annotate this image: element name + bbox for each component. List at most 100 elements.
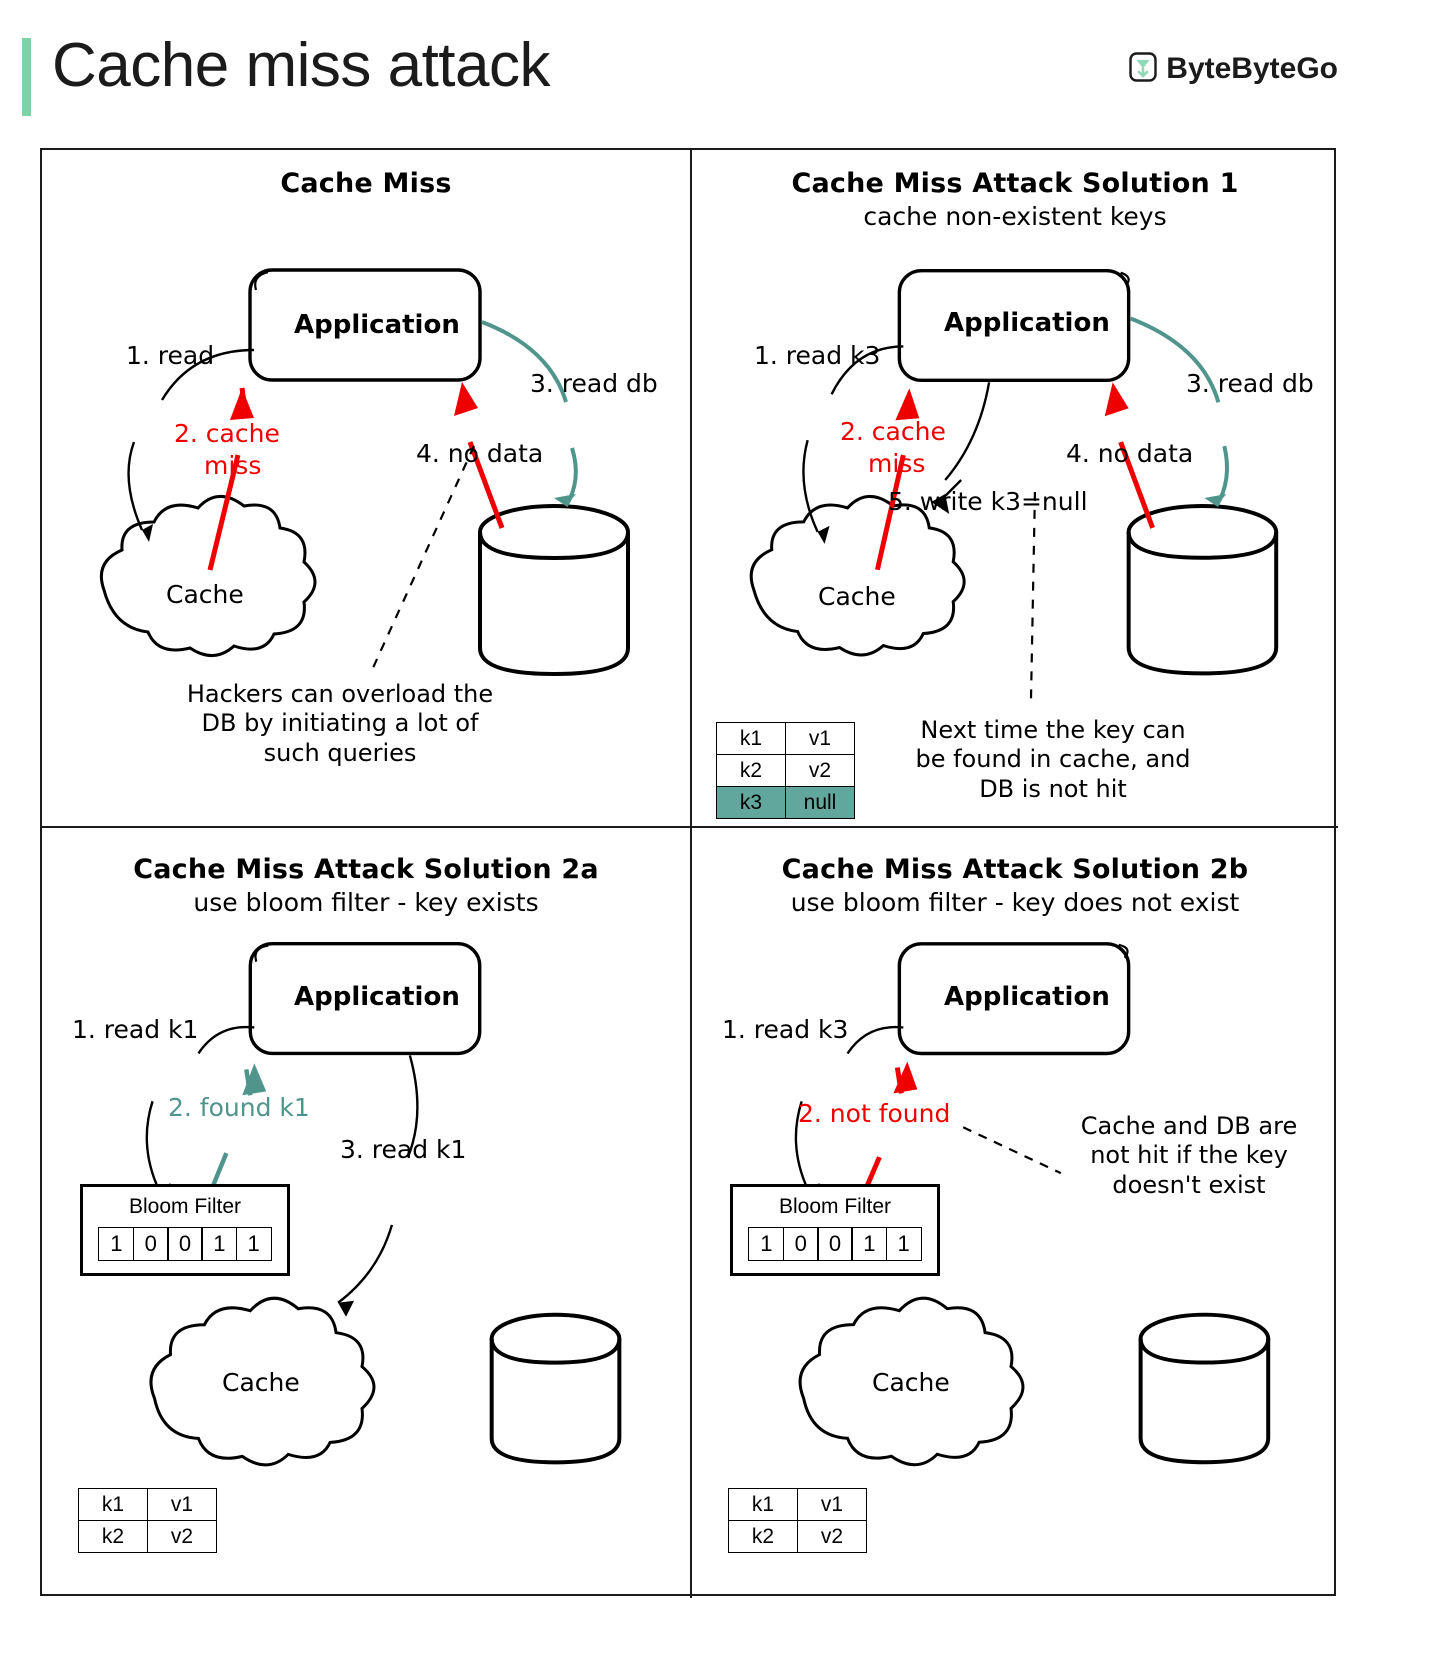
cache-db-not-hit-note: Cache and DB are not hit if the key does… xyxy=(1080,1112,1298,1199)
application-node-label: Application xyxy=(944,982,1110,1012)
database-cylinder-icon xyxy=(478,504,630,677)
kv-key-cell: k2 xyxy=(728,1520,798,1553)
panel-subtitle-solution-2a: use bloom filter - key exists xyxy=(193,888,539,917)
page-header: Cache miss attack ByteByteGo xyxy=(0,0,1456,148)
page-title: Cache miss attack xyxy=(52,31,551,100)
step-2-label-line2: miss xyxy=(868,449,926,478)
kv-key-cell: k1 xyxy=(716,722,786,755)
panel-solution-2a: Cache Miss Attack Solution 2a use bloom … xyxy=(42,826,690,1598)
step-5-label: 5. write k3=null xyxy=(888,487,1088,516)
bloom-filter-bit-3: 1 xyxy=(851,1227,888,1261)
application-node-shape xyxy=(248,942,482,1056)
step-1-label: 1. read k1 xyxy=(72,1015,199,1044)
step-2-label: 2. found k1 xyxy=(168,1093,310,1122)
arrow-step-1-read-k3 xyxy=(802,345,904,544)
cache-cloud-shape xyxy=(798,1296,1025,1467)
step-1-label: 1. read k3 xyxy=(754,341,881,370)
cache-miss-diagram-graphics xyxy=(99,268,630,677)
bloom-filter-title: Bloom Filter xyxy=(778,1195,892,1218)
solution-2b-diagram-graphics xyxy=(794,942,1271,1467)
solution-1-diagram-graphics xyxy=(749,268,1279,702)
brand-name: ByteByteGo xyxy=(1166,52,1338,85)
hackers-overload-note: Hackers can overload the DB by initiatin… xyxy=(186,680,494,767)
kv-value-cell: v2 xyxy=(147,1520,217,1553)
callout-dashed-line xyxy=(370,445,476,671)
callout-dashed-line xyxy=(962,1126,1062,1175)
kv-key-cell: k3 xyxy=(716,786,786,819)
arrow-step-5-write-k3-null xyxy=(931,382,991,514)
bytebytego-logo-icon xyxy=(1129,52,1157,86)
kv-value-cell: null xyxy=(785,786,855,819)
cache-node-label: Cache xyxy=(222,1368,300,1397)
kv-key-cell: k2 xyxy=(78,1520,148,1553)
kv-key-cell: k1 xyxy=(78,1488,148,1521)
step-2-label-line1: 2. cache xyxy=(840,417,946,446)
step-2-label: 2. not found xyxy=(798,1099,951,1128)
database-cylinder-icon xyxy=(1126,503,1279,676)
panel-cache-miss: Cache Miss xyxy=(42,150,690,826)
brand: ByteByteGo xyxy=(1129,52,1338,86)
kv-value-cell: v1 xyxy=(785,722,855,755)
step-1-label: 1. read xyxy=(126,341,215,370)
bloom-filter-title: Bloom Filter xyxy=(128,1195,242,1218)
application-node-shape xyxy=(897,942,1131,1056)
cache-node-label: Cache xyxy=(872,1368,950,1397)
panel-title-solution-1: Cache Miss Attack Solution 1 xyxy=(791,168,1239,199)
arrow-step-3-read-db xyxy=(1129,316,1229,507)
cache-cloud-shape xyxy=(99,495,317,657)
bloom-filter-bit-1: 0 xyxy=(782,1227,819,1261)
arrow-step-3-read-db xyxy=(481,320,578,508)
panel-title-solution-2a: Cache Miss Attack Solution 2a xyxy=(133,854,599,885)
kv-value-cell: v1 xyxy=(147,1488,217,1521)
step-2-label-line2: miss xyxy=(204,451,262,480)
application-node-shape xyxy=(897,268,1131,383)
title-accent-bar xyxy=(22,38,31,116)
step-4-label: 4. no data xyxy=(416,439,544,468)
application-node-label: Application xyxy=(944,308,1110,338)
bloom-filter-bit-0: 1 xyxy=(98,1227,135,1261)
kv-key-cell: k2 xyxy=(716,754,786,787)
bloom-filter-bit-2: 0 xyxy=(817,1227,853,1261)
arrow-step-2-cache-miss xyxy=(207,387,254,571)
bloom-filter-bit-0: 1 xyxy=(748,1227,785,1261)
kv-value-cell: v1 xyxy=(797,1488,867,1521)
bloom-filter-bit-2: 0 xyxy=(167,1227,203,1261)
kv-value-cell: v2 xyxy=(797,1520,867,1553)
application-node-label: Application xyxy=(294,982,460,1012)
panel-subtitle-solution-1: cache non-existent keys xyxy=(863,202,1167,231)
database-cylinder-icon xyxy=(1138,1312,1271,1465)
panel-subtitle-solution-2b: use bloom filter - key does not exist xyxy=(790,888,1240,917)
database-cylinder-icon xyxy=(489,1312,622,1465)
step-3-label: 3. read db xyxy=(1186,369,1314,398)
application-node-shape xyxy=(248,268,482,382)
arrow-step-3-read-k1 xyxy=(337,1055,419,1317)
arrow-step-4-no-data xyxy=(1104,382,1155,529)
step-3-label: 3. read k1 xyxy=(340,1135,467,1164)
cache-cloud-shape xyxy=(149,1296,376,1467)
arrow-step-4-no-data xyxy=(454,382,505,529)
bloom-filter-bit-4: 1 xyxy=(235,1227,272,1261)
bloom-filter-bit-4: 1 xyxy=(885,1227,922,1261)
panel-title-cache-miss: Cache Miss xyxy=(280,168,452,199)
cache-cloud-shape xyxy=(749,494,966,657)
application-node-label: Application xyxy=(294,310,460,340)
callout-dashed-line xyxy=(1029,491,1037,702)
step-1-label: 1. read k3 xyxy=(722,1015,849,1044)
panel-solution-2b: Cache Miss Attack Solution 2b use bloom … xyxy=(690,826,1338,1598)
